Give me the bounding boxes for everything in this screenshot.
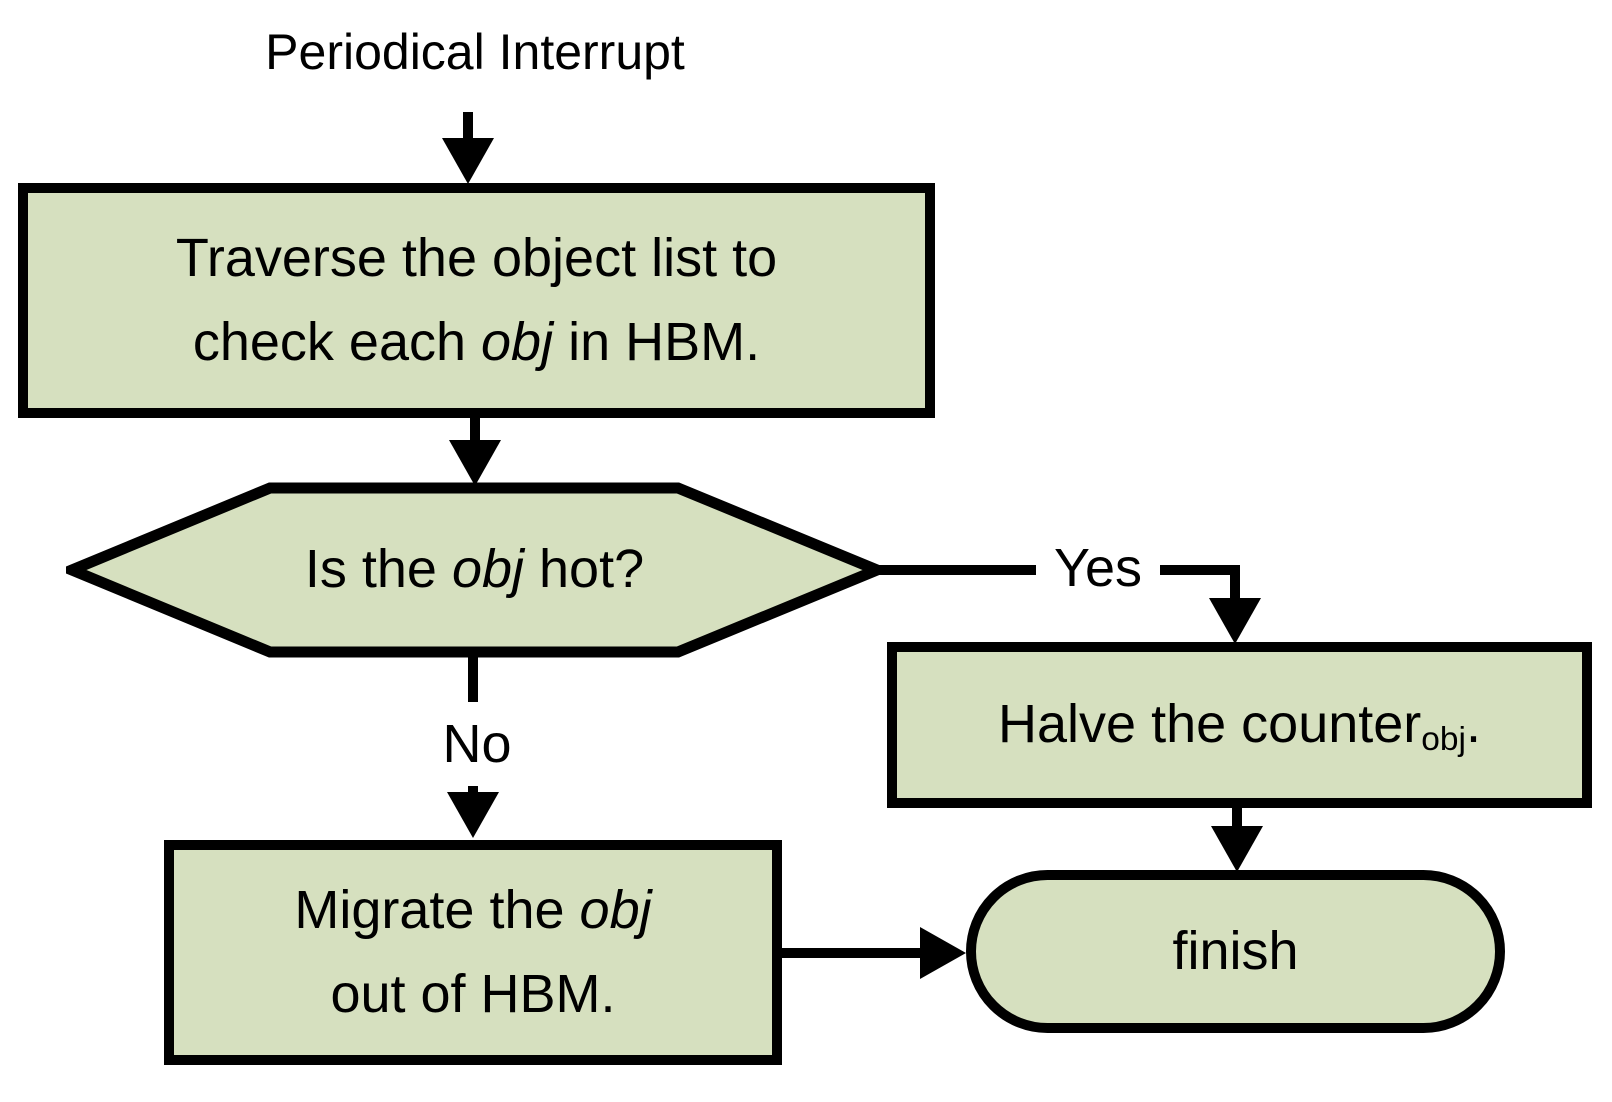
arrow-halve-to-finish-head — [1211, 826, 1263, 872]
traverse-line1: Traverse the object list to — [175, 227, 778, 288]
edge-yes-head — [1209, 598, 1261, 644]
migrate-line2: out of HBM. — [330, 963, 616, 1024]
node-halve-text: Halve the counterobj. — [998, 683, 1481, 767]
node-decision: Is the obj hot? — [72, 488, 877, 652]
edge-yes-label: Yes — [1036, 528, 1160, 608]
decision-post: hot? — [524, 539, 645, 600]
arrow-interrupt-to-traverse-head — [442, 138, 494, 184]
arrow-migrate-to-finish-head — [920, 927, 966, 979]
halve-post: . — [1465, 694, 1481, 755]
node-migrate-text: Migrate the obj out of HBM. — [294, 869, 651, 1036]
edge-no-label: No — [415, 702, 539, 786]
edge-no-head — [447, 792, 499, 838]
arrow-traverse-to-decision-head — [449, 440, 501, 486]
node-traverse-text: Traverse the object list to check each o… — [176, 217, 777, 384]
node-decision-text: Is the obj hot? — [305, 528, 644, 612]
migrate-line1-obj: obj — [579, 879, 652, 940]
arrow-migrate-to-finish-line — [782, 948, 922, 958]
arrow-halve-to-finish-line — [1232, 808, 1242, 830]
edge-yes-elbow-line — [1230, 565, 1240, 603]
node-traverse: Traverse the object list to check each o… — [18, 183, 935, 418]
node-migrate: Migrate the obj out of HBM. — [164, 840, 782, 1065]
flowchart-title: Periodical Interrupt — [265, 24, 685, 80]
node-finish-text: finish — [1172, 920, 1299, 981]
arrow-interrupt-to-traverse-line — [463, 112, 473, 140]
traverse-line2-post: in HBM. — [553, 311, 761, 372]
traverse-line2-obj: obj — [481, 311, 554, 372]
node-halve: Halve the counterobj. — [887, 642, 1592, 808]
decision-obj: obj — [451, 539, 525, 600]
traverse-line2-pre: check each — [192, 311, 482, 372]
node-finish: finish — [966, 870, 1505, 1033]
halve-pre: Halve the counter — [998, 694, 1422, 755]
arrow-traverse-to-decision-line — [470, 418, 480, 442]
decision-pre: Is the — [304, 539, 452, 600]
halve-sub-obj: obj — [1421, 720, 1466, 758]
migrate-line1-pre: Migrate the — [294, 879, 580, 940]
